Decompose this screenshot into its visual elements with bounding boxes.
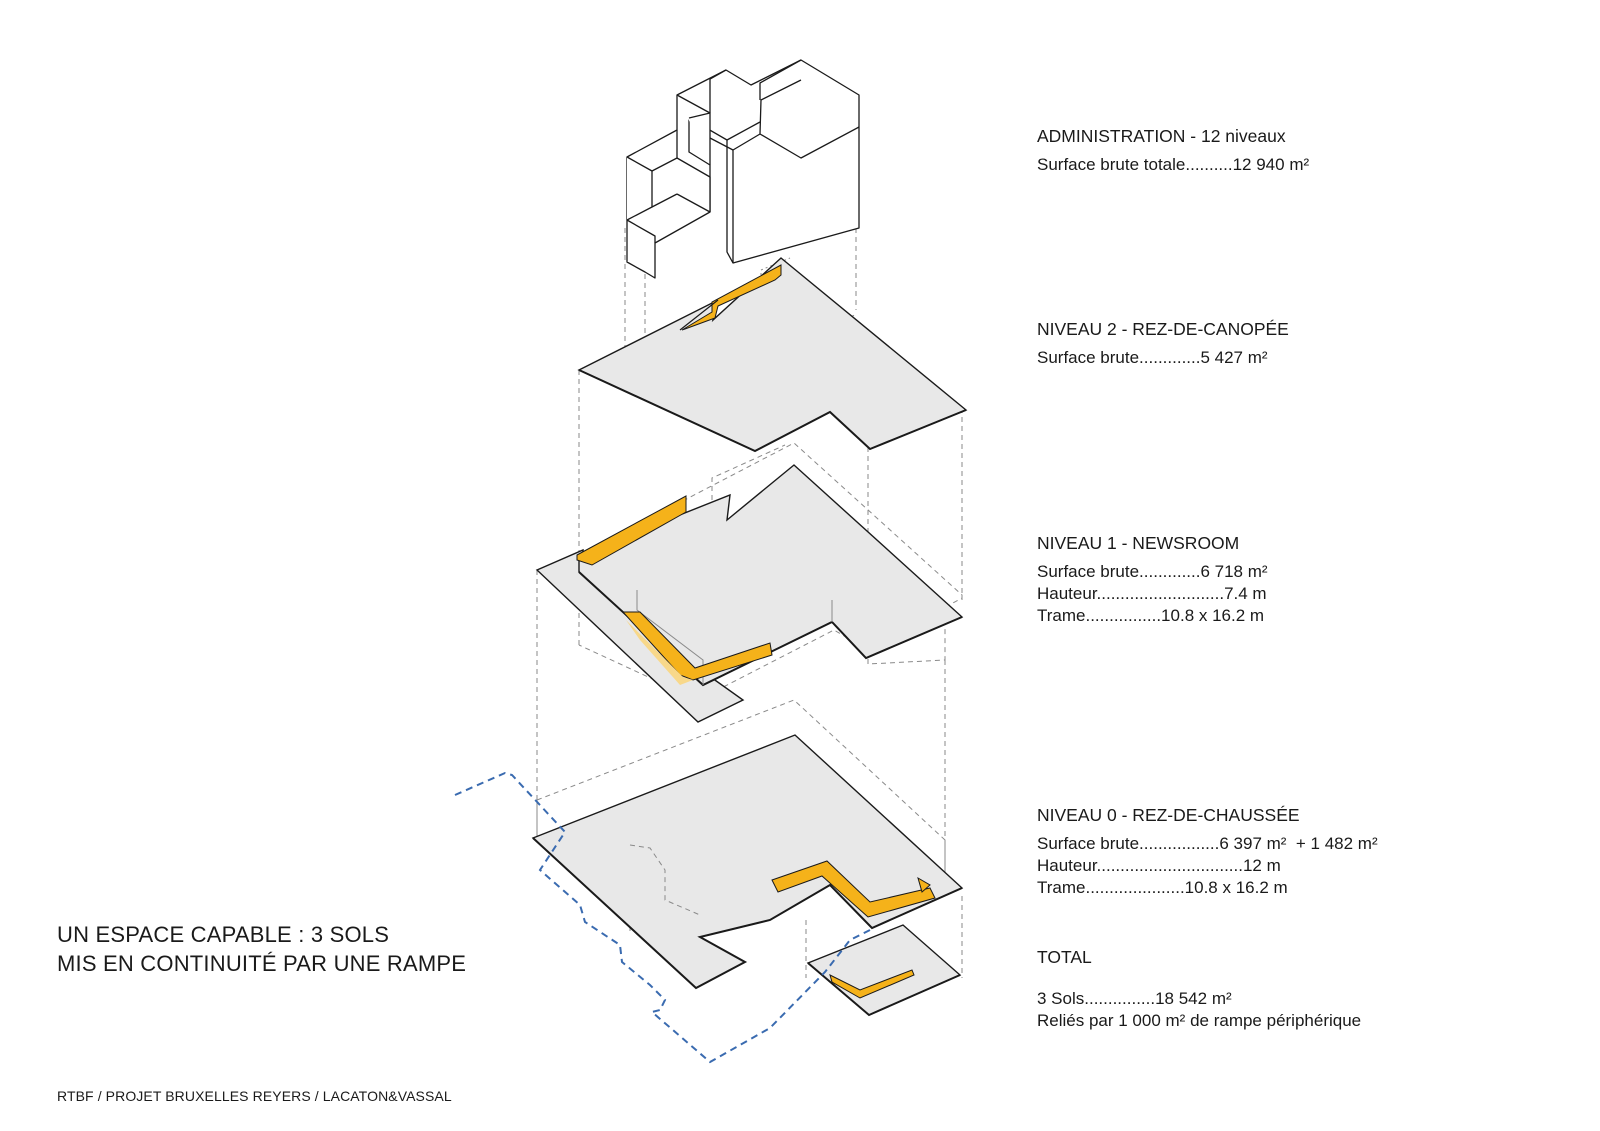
level-0-slab [531,734,964,1017]
legend-level-1: NIVEAU 1 - NEWSROOM Surface brute.......… [1037,532,1268,627]
legend-level-0-grid: Trame.....................10.8 x 16.2 m [1037,878,1288,897]
legend-level-0: NIVEAU 0 - REZ-DE-CHAUSSÉE Surface brute… [1037,804,1378,899]
level-1-ramp-lower [621,611,773,681]
legend-total-floors: 3 Sols...............18 542 m² [1037,989,1232,1008]
headline-line-1: UN ESPACE CAPABLE : 3 SOLS [57,922,390,947]
headline: UN ESPACE CAPABLE : 3 SOLS MIS EN CONTIN… [57,920,466,978]
legend-level-0-surface: Surface brute.................6 397 m² +… [1037,834,1378,853]
legend-level-2: NIVEAU 2 - REZ-DE-CANOPÉE Surface brute.… [1037,318,1289,369]
legend-level-1-grid: Trame................10.8 x 16.2 m [1037,606,1265,625]
legend-level-1-height: Hauteur...........................7.4 m [1037,584,1267,603]
legend-administration: ADMINISTRATION - 12 niveaux Surface brut… [1037,125,1309,176]
level-2-slab [577,257,968,453]
level-1-ramp-upper [576,495,687,566]
legend-level-1-title: NIVEAU 1 - NEWSROOM [1037,533,1240,553]
legend-administration-surface: Surface brute totale..........12 940 m² [1037,155,1310,174]
site-boundary [454,771,871,1064]
level-2-ramp [681,264,782,331]
credit-line: RTBF / PROJET BRUXELLES REYERS / LACATON… [57,1088,452,1104]
legend-administration-title: ADMINISTRATION - 12 niveaux [1037,126,1286,146]
level-1-ramp-shadow [626,620,693,685]
administration-block [626,59,860,279]
level-0-annex [806,924,962,1016]
legend-level-1-surface: Surface brute.............6 718 m² [1037,562,1268,581]
level-0-ramp-main [771,860,936,918]
legend-level-0-height: Hauteur...............................12… [1037,856,1281,875]
level-0-ramp-small [917,876,931,893]
legend-level-2-surface: Surface brute.............5 427 m² [1037,348,1268,367]
legend-total-title: TOTAL [1037,947,1092,967]
level-1-slab [535,464,964,723]
legend-level-2-title: NIVEAU 2 - REZ-DE-CANOPÉE [1037,319,1289,339]
headline-line-2: MIS EN CONTINUITÉ PAR UNE RAMPE [57,951,467,976]
level-0-annex-ramp [829,969,915,999]
legend-total: TOTAL 3 Sols...............18 542 m² Rel… [1037,946,1361,1032]
legend-total-ramp: Reliés par 1 000 m² de rampe périphériqu… [1037,1011,1362,1030]
legend-level-0-title: NIVEAU 0 - REZ-DE-CHAUSSÉE [1037,805,1300,825]
level-2-floor [577,257,968,452]
